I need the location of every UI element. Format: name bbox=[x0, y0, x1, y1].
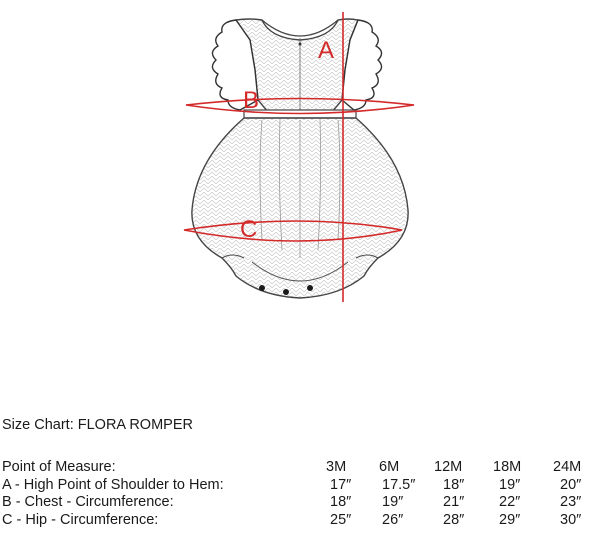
table-row: A - High Point of Shoulder to Hem: 17″ 1… bbox=[0, 477, 600, 495]
measure-value: 26″ bbox=[382, 511, 404, 528]
table-header-row: Point of Measure: 3M 6M 12M 18M 24M bbox=[0, 459, 600, 477]
measure-value: 29″ bbox=[499, 511, 521, 528]
measure-c-label: C bbox=[240, 216, 257, 243]
measure-c-ellipse bbox=[183, 220, 403, 242]
measure-value: 30″ bbox=[560, 511, 582, 528]
measure-value: 28″ bbox=[443, 511, 465, 528]
gathers bbox=[259, 119, 341, 258]
size-header: 18M bbox=[493, 459, 522, 475]
chart-title: Size Chart: FLORA ROMPER bbox=[2, 417, 193, 433]
measure-b-ellipse bbox=[185, 97, 415, 115]
size-header: 6M bbox=[379, 459, 400, 475]
size-header: 12M bbox=[434, 459, 463, 475]
row-label: C - Hip - Circumference: bbox=[2, 511, 159, 528]
neckline bbox=[261, 19, 339, 37]
measure-value: 25″ bbox=[330, 511, 352, 528]
row-label: A - High Point of Shoulder to Hem: bbox=[2, 476, 224, 493]
crotch-seam bbox=[251, 261, 349, 282]
snap-button bbox=[283, 289, 289, 295]
measure-value: 17″ bbox=[330, 476, 352, 493]
measure-value: 17.5″ bbox=[382, 476, 416, 493]
measure-value: 19″ bbox=[499, 476, 521, 493]
measure-value: 23″ bbox=[560, 494, 582, 510]
measure-value: 19″ bbox=[382, 494, 404, 510]
table-row: B - Chest - Circumference: 18″ 19″ 21″ 2… bbox=[0, 494, 600, 512]
measure-a-label: A bbox=[318, 37, 334, 64]
table-row: C - Hip - Circumference: 25″ 26″ 28″ 29″… bbox=[0, 512, 600, 530]
leg-elastic bbox=[221, 254, 379, 259]
measure-value: 22″ bbox=[499, 494, 521, 510]
snap-button bbox=[307, 285, 313, 291]
header-label: Point of Measure: bbox=[2, 459, 116, 475]
romper-diagram: A B C bbox=[183, 12, 415, 302]
measure-b-label: B bbox=[243, 87, 259, 114]
measure-value: 20″ bbox=[560, 476, 582, 493]
measure-value: 21″ bbox=[443, 494, 465, 510]
size-table: Point of Measure: 3M 6M 12M 18M 24M A - … bbox=[0, 459, 600, 529]
measure-value: 18″ bbox=[443, 476, 465, 493]
measure-value: 18″ bbox=[330, 494, 352, 510]
size-header: 3M bbox=[326, 459, 347, 475]
snap-button bbox=[259, 285, 265, 291]
size-header: 24M bbox=[553, 459, 582, 475]
row-label: B - Chest - Circumference: bbox=[2, 494, 174, 510]
